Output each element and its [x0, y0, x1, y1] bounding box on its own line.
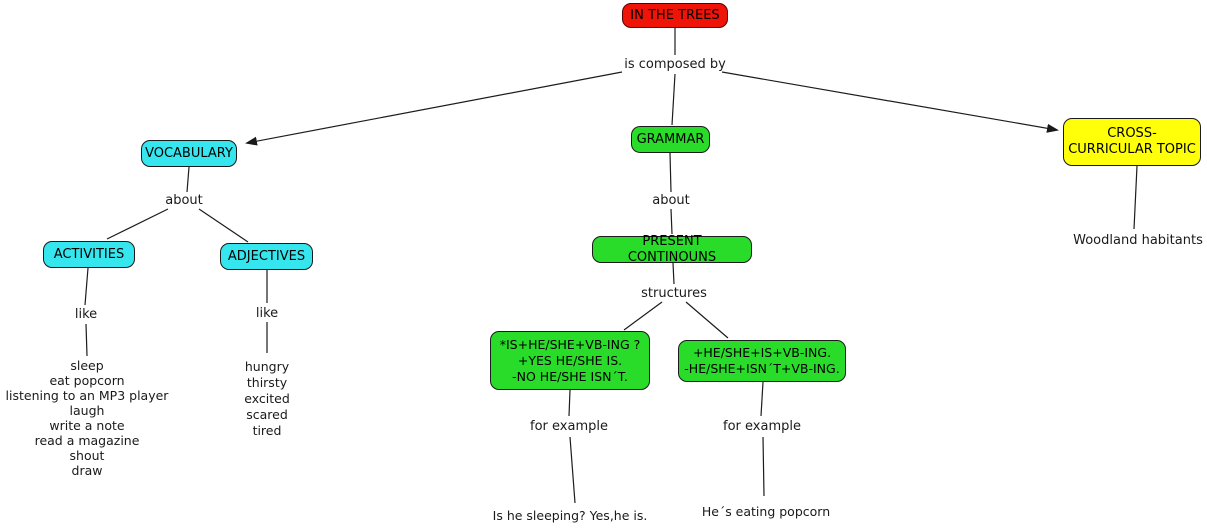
list-item: tired — [252, 423, 282, 438]
list-item: write a note — [49, 418, 125, 433]
edge-forexample-to-question-example — [569, 436, 576, 504]
list-item: thirsty — [246, 375, 288, 390]
list-item: scared — [246, 407, 288, 422]
link-for-example-affirmative[interactable]: for example — [723, 419, 801, 434]
list-item: hungry — [244, 359, 290, 374]
text-activities-list[interactable]: sleep eat popcorn listening to an MP3 pl… — [0, 358, 192, 478]
edge-about-to-activities — [106, 208, 169, 240]
edge-composed-to-vocabulary — [245, 71, 623, 146]
node-grammar[interactable]: GRAMMAR — [631, 126, 710, 153]
node-vocabulary[interactable]: VOCABULARY — [141, 140, 237, 167]
edge-about-to-present — [670, 208, 673, 235]
structure-affirmative-line: +HE/SHE+IS+VB-ING. — [692, 345, 832, 360]
node-structure-affirmative[interactable]: +HE/SHE+IS+VB-ING. -HE/SHE+ISN´T+VB-ING. — [678, 340, 846, 382]
edge-like-to-activities-list — [85, 323, 88, 357]
structure-question-line: +YES HE/SHE IS. — [517, 352, 623, 368]
edge-activities-to-like — [84, 267, 89, 306]
link-about-vocabulary[interactable]: about — [165, 193, 203, 208]
list-item: eat popcorn — [49, 373, 125, 388]
edge-affirmative-to-forexample — [760, 381, 764, 417]
node-adjectives[interactable]: ADJECTIVES — [220, 243, 313, 270]
link-for-example-question[interactable]: for example — [530, 419, 608, 434]
edge-composed-to-cross-curricular — [721, 71, 1059, 133]
link-about-grammar[interactable]: about — [652, 193, 690, 208]
edge-cross-curricular-to-topic — [1133, 165, 1138, 230]
structure-question-line: -NO HE/SHE ISN´T. — [512, 368, 628, 384]
list-item: sleep — [70, 358, 104, 373]
node-structure-question[interactable]: *IS+HE/SHE+VB-ING ? +YES HE/SHE IS. -NO … — [490, 331, 650, 390]
edge-question-to-forexample — [568, 389, 571, 417]
edge-structures-to-affirmative — [685, 301, 729, 339]
structure-affirmative-line: -HE/SHE+ISN´T+VB-ING. — [684, 361, 840, 376]
list-item: shout — [69, 448, 105, 463]
edge-present-to-structures — [672, 262, 675, 285]
text-example-affirmative[interactable]: He´s eating popcorn — [701, 504, 831, 519]
list-item: listening to an MP3 player — [5, 388, 169, 403]
text-example-question[interactable]: Is he sleeping? Yes,he is. — [492, 508, 648, 523]
node-activities[interactable]: ACTIVITIES — [43, 241, 135, 268]
text-adjectives-list[interactable]: hungry thirsty excited scared tired — [187, 359, 347, 439]
node-cross-curricular-topic[interactable]: CROSS-CURRICULAR TOPIC — [1063, 118, 1201, 166]
edge-composed-to-grammar — [671, 73, 676, 126]
link-is-composed-by[interactable]: is composed by — [624, 57, 726, 72]
text-woodland-habitants[interactable]: Woodland habitants — [1073, 233, 1203, 248]
list-item: laugh — [69, 403, 105, 418]
list-item: read a magazine — [34, 433, 140, 448]
edge-vocabulary-to-about — [186, 166, 190, 193]
node-present-continouns[interactable]: PRESENT CONTINOUNS — [592, 234, 752, 265]
link-like-activities[interactable]: like — [74, 307, 98, 322]
edge-forexample-to-affirmative-example — [762, 436, 765, 497]
list-item: draw — [71, 463, 103, 478]
structure-question-line: *IS+HE/SHE+VB-ING ? — [499, 336, 641, 352]
edge-about-to-adjectives — [198, 208, 249, 243]
link-structures[interactable]: structures — [641, 286, 707, 301]
edge-grammar-to-about — [669, 152, 672, 193]
node-in-the-trees[interactable]: IN THE TREES — [622, 3, 728, 28]
list-item: excited — [244, 391, 290, 406]
link-like-adjectives[interactable]: like — [255, 306, 279, 321]
edge-structures-to-question — [623, 301, 663, 331]
